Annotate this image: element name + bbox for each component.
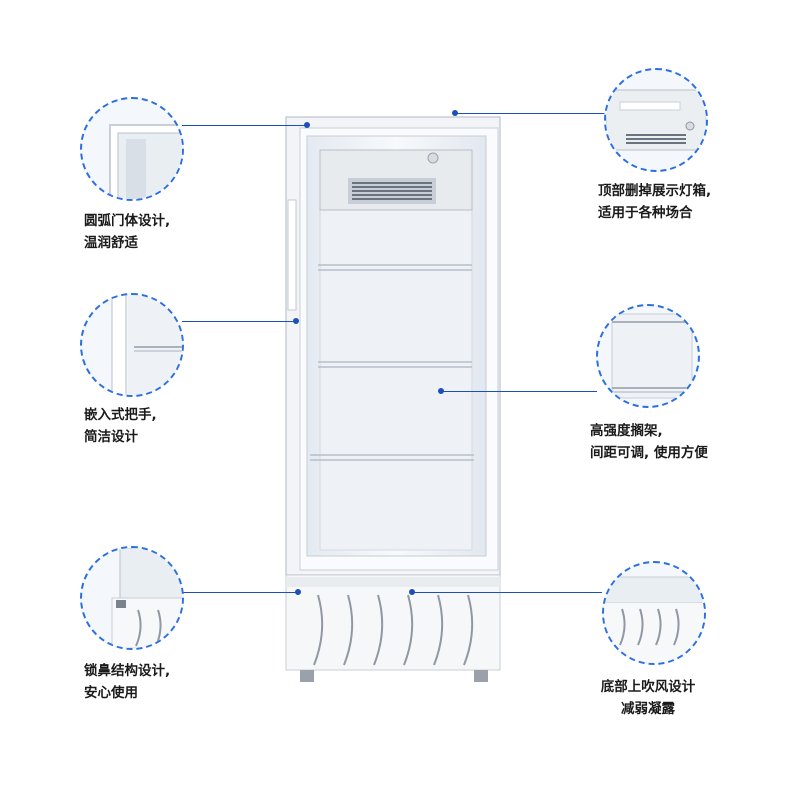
callout-line-vent bbox=[412, 592, 602, 593]
callout-dot-top bbox=[452, 110, 458, 116]
shelves bbox=[310, 264, 474, 461]
top-light-box bbox=[319, 149, 473, 211]
callout-text-door: 圆弧门体设计, 温润舒适 bbox=[84, 210, 170, 254]
callout-text-top-light-line2: 适用于各种场合 bbox=[598, 205, 693, 221]
detail-circle-top-light bbox=[604, 68, 708, 172]
callout-text-shelf: 高强度搁架, 间距可调, 使用方便 bbox=[590, 420, 708, 464]
detail-circle-shelf bbox=[596, 304, 700, 408]
callout-text-door-line2: 温润舒适 bbox=[84, 235, 138, 251]
detail-circle-bottom-vent bbox=[602, 561, 706, 665]
callout-dot-handle bbox=[293, 318, 299, 324]
callout-dot-vent bbox=[409, 589, 415, 595]
callout-dot-door bbox=[304, 122, 310, 128]
callout-text-bottom-vent-line2: 减弱凝露 bbox=[621, 701, 675, 717]
callout-text-top-light-line1: 顶部删掉展示灯箱, bbox=[598, 183, 712, 199]
callout-text-bottom-vent: 底部上吹风设计 减弱凝露 bbox=[590, 676, 706, 720]
callout-text-handle: 嵌入式把手, 简洁设计 bbox=[84, 404, 157, 448]
callout-text-shelf-line2: 间距可调, 使用方便 bbox=[590, 445, 708, 461]
callout-dot-shelf bbox=[438, 388, 444, 394]
callout-line-top bbox=[455, 113, 608, 114]
callout-line-lock bbox=[182, 592, 298, 593]
callout-text-top-light: 顶部删掉展示灯箱, 适用于各种场合 bbox=[598, 180, 711, 224]
callout-text-shelf-line1: 高强度搁架, bbox=[590, 423, 663, 439]
detail-circle-handle bbox=[80, 293, 184, 397]
bottom-vent bbox=[285, 574, 501, 682]
callout-text-lock-line2: 安心使用 bbox=[84, 685, 138, 701]
callout-line-shelf bbox=[441, 391, 597, 392]
callout-line-door bbox=[182, 125, 307, 126]
callout-line-handle bbox=[182, 321, 296, 322]
callout-text-handle-line1: 嵌入式把手, bbox=[84, 407, 157, 423]
callout-text-handle-line2: 简洁设计 bbox=[84, 429, 138, 445]
callout-text-lock-line1: 锁鼻结构设计, bbox=[84, 663, 171, 679]
detail-circle-door bbox=[80, 97, 184, 201]
callout-text-door-line1: 圆弧门体设计, bbox=[84, 213, 171, 229]
embedded-handle bbox=[287, 199, 297, 311]
callout-text-bottom-vent-line1: 底部上吹风设计 bbox=[600, 679, 696, 695]
callout-dot-lock bbox=[295, 589, 301, 595]
callout-text-lock: 锁鼻结构设计, 安心使用 bbox=[84, 660, 170, 704]
detail-circle-lock bbox=[80, 546, 184, 650]
